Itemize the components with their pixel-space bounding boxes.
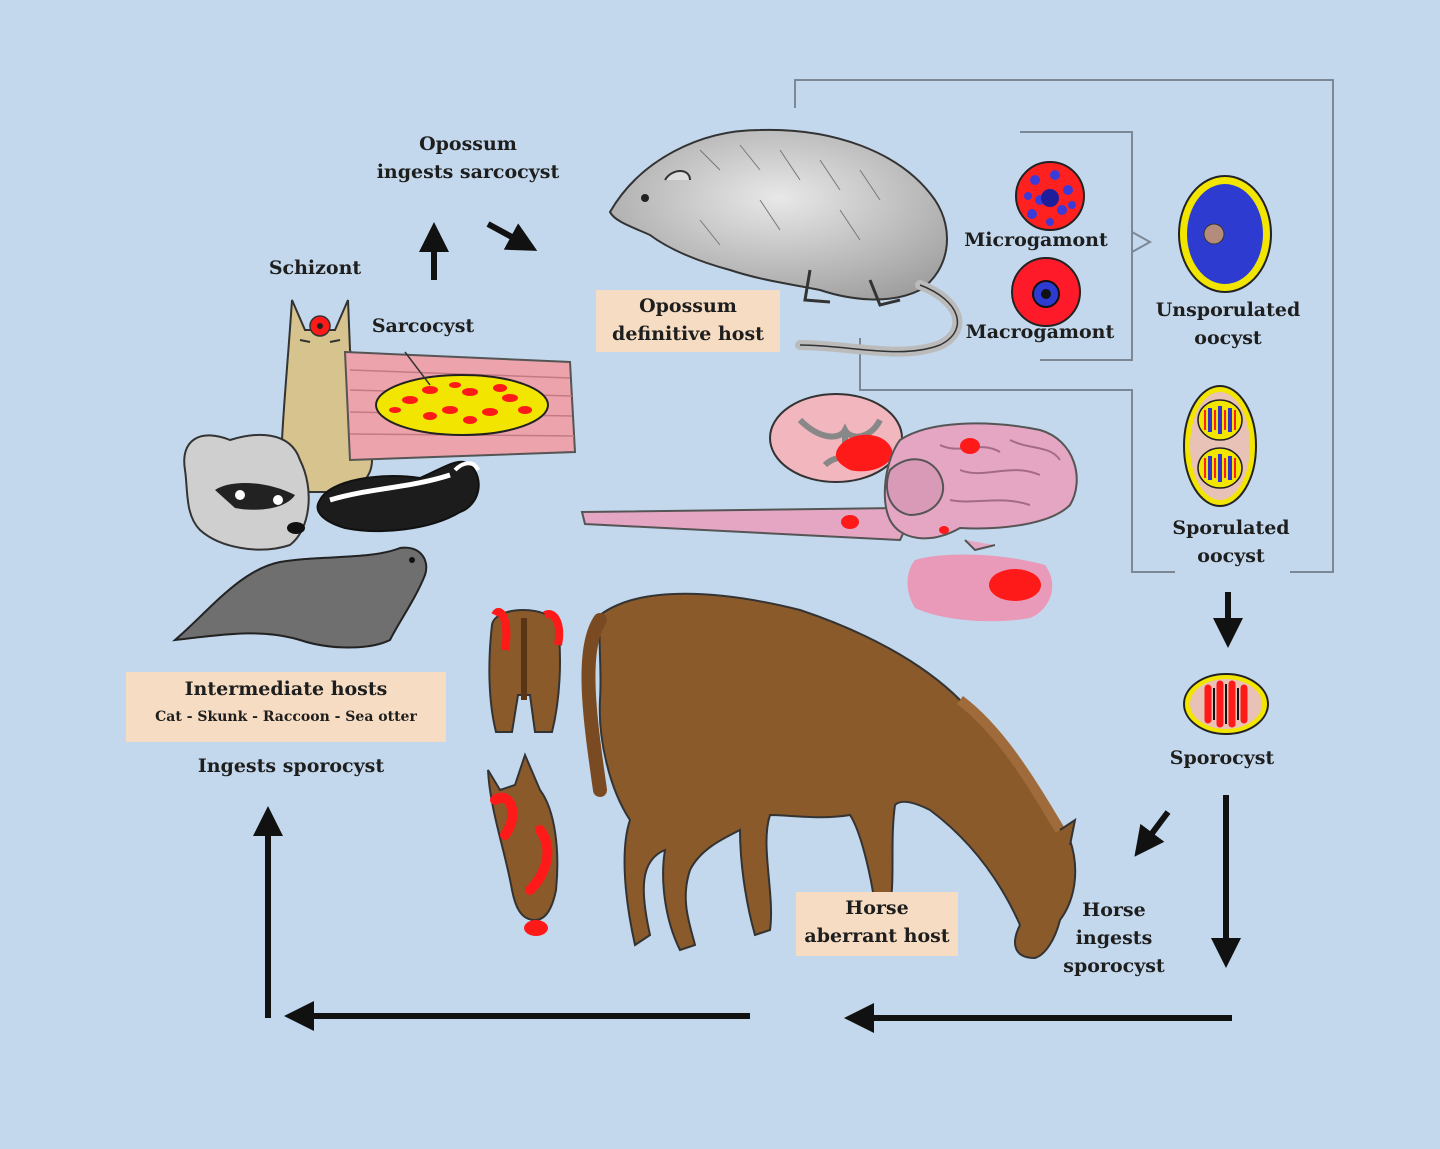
opossum-ingests-label: Opossum ingests sarcocyst	[376, 133, 560, 183]
sporocyst-cell	[1183, 673, 1269, 735]
macrogamont-cell	[1011, 257, 1081, 327]
schizont-label: Schizont	[268, 257, 362, 279]
horse-rear-view	[488, 608, 564, 733]
unsporulated-oocyst	[1178, 175, 1272, 293]
skunk-illustration	[316, 460, 480, 533]
sporulated-oocyst-label: Sporulated oocyst	[1172, 517, 1290, 567]
opossum-definitive-host-box: Opossum definitive host	[596, 290, 780, 352]
unsporulated-oocyst-label: Unsporulated oocyst	[1155, 299, 1301, 349]
sea-otter-illustration	[171, 546, 428, 649]
sporocyst-label: Sporocyst	[1169, 747, 1275, 769]
muscle-lesion-patch	[907, 554, 1053, 622]
brain-and-spinal-cord	[580, 422, 1078, 552]
microgamont-label: Microgamont	[964, 229, 1108, 251]
horse-face-view	[487, 752, 559, 936]
horse-aberrant-host-box: Horse aberrant host	[796, 892, 958, 956]
muscle-tissue-with-sarcocyst	[343, 350, 577, 462]
sporulated-oocyst	[1183, 385, 1257, 507]
opossum-illustration	[608, 128, 963, 357]
intermediate-hosts-box: Intermediate hosts Cat - Skunk - Raccoon…	[126, 672, 446, 742]
macrogamont-label: Macrogamont	[965, 321, 1115, 343]
connector-lines	[794, 79, 1334, 573]
ingests-sporocyst-label: Ingests sporocyst	[197, 755, 385, 777]
microgamont-cell	[1015, 161, 1085, 231]
sarcocyst-label: Sarcocyst	[371, 315, 475, 337]
arrow-to-horse	[1134, 810, 1171, 857]
flow-arrows	[253, 221, 1243, 1033]
arrow-to-opossum	[486, 221, 538, 251]
grazing-horse-illustration	[581, 592, 1077, 960]
raccoon-illustration	[183, 433, 310, 551]
spinal-cord-section	[769, 393, 903, 483]
horse-ingests-label: Horse ingests sporocyst	[1063, 899, 1165, 977]
